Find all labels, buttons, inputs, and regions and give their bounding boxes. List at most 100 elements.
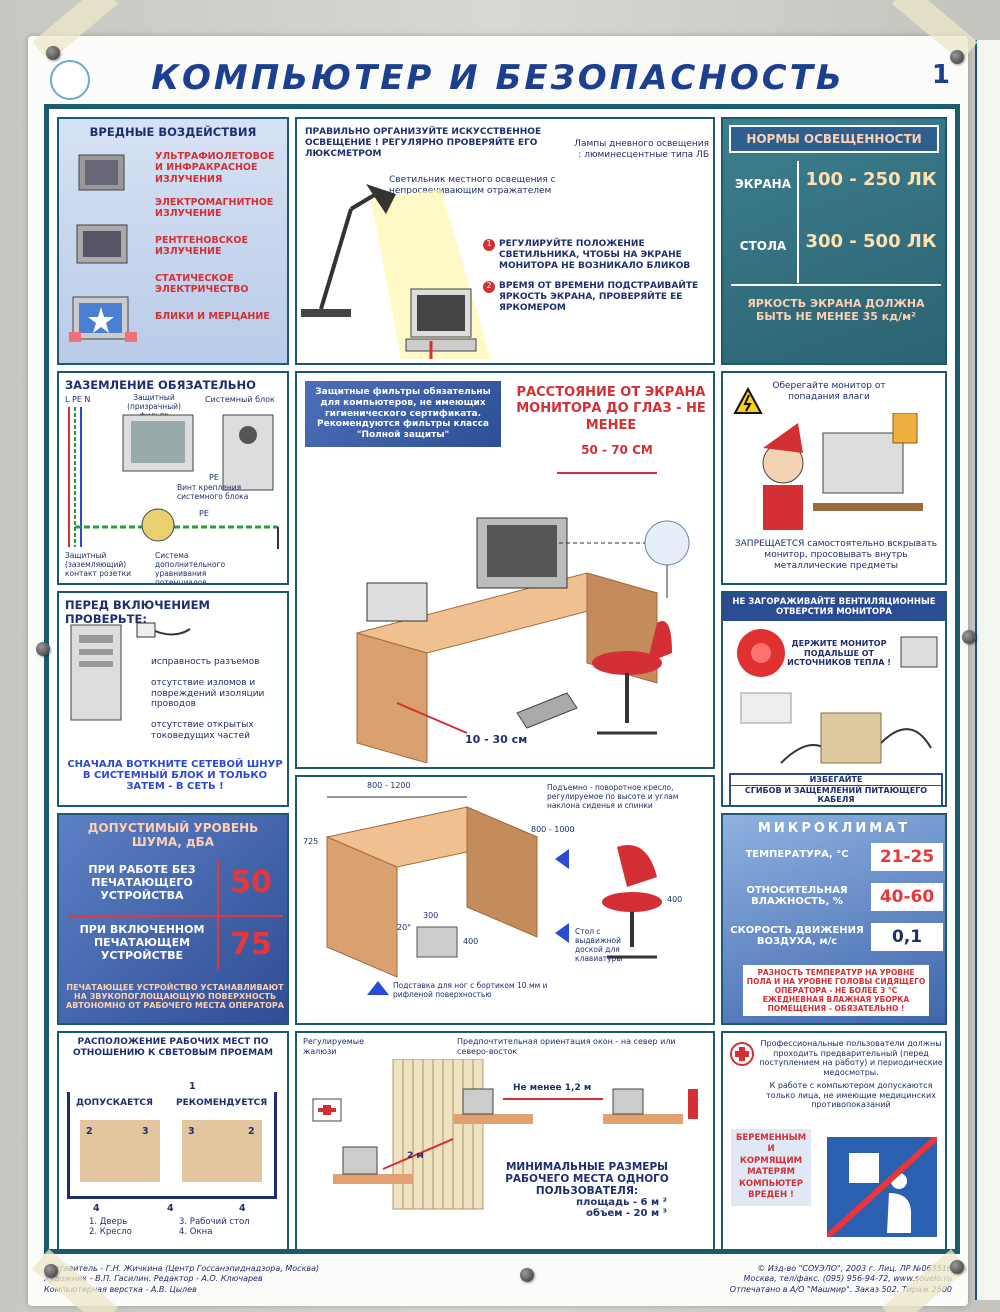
num-label: 4 bbox=[239, 1203, 246, 1214]
unit-label: Системный блок bbox=[205, 395, 275, 404]
warning-icon bbox=[733, 387, 763, 414]
ventilation-illustration-icon bbox=[737, 629, 938, 764]
divider bbox=[731, 284, 941, 286]
pin-icon bbox=[520, 1268, 534, 1282]
dim-footrest-d: 400 bbox=[463, 937, 479, 946]
page-number: 1 bbox=[931, 60, 950, 90]
room-diagram: ДОПУСКАЕТСЯ РЕКОМЕНДУЕТСЯ 2 3 3 2 bbox=[67, 1089, 277, 1199]
num-label: 2 bbox=[248, 1126, 255, 1137]
noise-row1-label: ПРИ РАБОТЕ БЕЗ ПЕЧАТАЮЩЕГО УСТРОЙСТВА bbox=[88, 863, 196, 902]
publisher-logo-icon bbox=[50, 60, 90, 100]
check-list: исправность разъемов отсутствие изломов … bbox=[151, 657, 283, 742]
harmful-list: УЛЬТРАФИОЛЕТОВОЕ И ИНФРАКРАСНОЕ ИЗЛУЧЕНИ… bbox=[155, 151, 285, 322]
min-heading: МИНИМАЛЬНЫЕ РАЗМЕРЫ РАБОЧЕГО МЕСТА ОДНОГ… bbox=[505, 1161, 669, 1197]
power-plug-icon bbox=[136, 622, 191, 638]
keyboard-note: Стол с выдвижной доской для клавиатуры bbox=[575, 927, 623, 963]
min-area: площадь - 6 м ² bbox=[576, 1197, 667, 1208]
micro-note: РАЗНОСТЬ ТЕМПЕРАТУР НА УРОВНЕ ПОЛА И НА … bbox=[743, 965, 929, 1016]
num-label: 4 bbox=[167, 1203, 174, 1214]
check-final: СНАЧАЛА ВОТКНИТЕ СЕТЕВОЙ ШНУР В СИСТЕМНЫ… bbox=[67, 759, 283, 792]
micro-heading: МИКРОКЛИМАТ bbox=[757, 821, 911, 836]
workplace-layout-panel: РАСПОЛОЖЕНИЕ РАБОЧИХ МЕСТ ПО ОТНОШЕНИЮ К… bbox=[57, 1031, 289, 1251]
noise-row1-value: 50 bbox=[230, 865, 272, 900]
medical-panel: Профессиональные пользователи должны про… bbox=[721, 1031, 947, 1251]
credit-line: Художник - В.П. Гасилин. Редактор - А.О.… bbox=[44, 1274, 263, 1284]
vent-avoid-1: ИЗБЕГАЙТЕ bbox=[809, 775, 863, 784]
grounding-panel: ЗАЗЕМЛЕНИЕ ОБЯЗАТЕЛЬНО L PE N Защитный (… bbox=[57, 371, 289, 585]
illum-screen-label: ЭКРАНА bbox=[734, 177, 792, 191]
divider bbox=[797, 161, 799, 283]
check-panel: ПЕРЕД ВКЛЮЧЕНИЕМ ПРОВЕРЬТЕ: исправность … bbox=[57, 591, 289, 807]
divider bbox=[217, 859, 219, 969]
num-label: 3 bbox=[142, 1126, 149, 1137]
desk-dimensions-panel: 800 - 1200 800 - 1000 725 300 400 20° 40… bbox=[295, 775, 715, 1025]
local-lamp-text: Светильник местного освещения с непросве… bbox=[389, 175, 556, 196]
illumination-norms-panel: НОРМЫ ОСВЕЩЕННОСТИ ЭКРАНА 100 - 250 ЛК С… bbox=[721, 117, 947, 365]
credits-left: Составитель - Г.Н. Жичкина (Центр Госсан… bbox=[44, 1264, 319, 1295]
dim-chair: 400 bbox=[667, 895, 683, 904]
tip-2: ВРЕМЯ ОТ ВРЕМЕНИ ПОДСТРАИВАЙТЕ ЯРКОСТЬ Э… bbox=[499, 281, 699, 313]
recommended-label: РЕКОМЕНДУЕТСЯ bbox=[176, 1098, 268, 1108]
no-pregnant-icon bbox=[827, 1137, 937, 1237]
moisture-illustration-icon bbox=[762, 413, 923, 530]
min-volume: объем - 20 м ³ bbox=[586, 1208, 667, 1219]
medical-text-1: Профессиональные пользователи должны про… bbox=[759, 1039, 943, 1077]
pin-icon bbox=[46, 46, 60, 60]
pointer-triangle-icon bbox=[367, 981, 389, 995]
divider bbox=[67, 915, 283, 917]
pin-icon bbox=[950, 50, 964, 64]
grounding-diagram-icon bbox=[68, 407, 279, 549]
noise-row2-label: ПРИ ВКЛЮЧЕННОМ ПЕЧАТАЮЩЕМ УСТРОЙСТВЕ bbox=[79, 923, 205, 962]
lamps-text: Лампы дневного освещения : люминесцентны… bbox=[574, 139, 709, 160]
illum-desk-label: СТОЛА bbox=[739, 239, 787, 253]
filters-note: Защитные фильтры обязательны для компьют… bbox=[305, 381, 501, 447]
allowed-desk bbox=[80, 1120, 160, 1182]
dim-width: 800 - 1200 bbox=[367, 781, 411, 790]
workstation-panel: Защитные фильтры обязательны для компьют… bbox=[295, 371, 715, 769]
num-label: 4 bbox=[93, 1203, 100, 1214]
legroom-text: 10 - 30 см bbox=[465, 733, 528, 746]
recommended-desk bbox=[182, 1120, 262, 1182]
vent-avoid-2: СГИБОВ И ЗАЩЕМЛЕНИЙ ПИТАЮЩЕГО КАБЕЛЯ bbox=[731, 784, 941, 805]
air-label: СКОРОСТЬ ДВИЖЕНИЯ ВОЗДУХА, м/с bbox=[730, 925, 864, 947]
gap-label: Не менее 1,2 м bbox=[513, 1083, 592, 1093]
monitors-illustration-icon bbox=[69, 154, 137, 342]
distance-range: 50 - 70 СМ bbox=[581, 443, 653, 457]
medical-cross-icon bbox=[730, 1042, 754, 1066]
lighting-tips: 1 РЕГУЛИРУЙТЕ ПОЛОЖЕНИЕ СВЕТИЛЬНИКА, ЧТО… bbox=[483, 239, 709, 314]
moisture-panel: Оберегайте монитор от попадания влаги ЗА… bbox=[721, 371, 947, 585]
noise-note: ПЕЧАТАЮЩЕЕ УСТРОЙСТВО УСТАНАВЛИВАЮТ НА З… bbox=[66, 983, 284, 1010]
pin-icon bbox=[44, 1264, 58, 1278]
poster: КОМПЬЮТЕР И БЕЗОПАСНОСТЬ 1 ВРЕДНЫЕ ВОЗДЕ… bbox=[28, 36, 968, 1306]
credit-line: Компьютерная верстка - А.В. Цылев bbox=[44, 1284, 197, 1294]
divider bbox=[67, 1089, 277, 1092]
legend-item: 3. Рабочий стол bbox=[179, 1217, 250, 1227]
harmful-item: УЛЬТРАФИОЛЕТОВОЕ И ИНФРАКРАСНОЕ ИЗЛУЧЕНИ… bbox=[155, 151, 275, 185]
credit-line: © Изд-во "СОУЭЛО", 2003 г. Лиц. ЛР №0635… bbox=[757, 1264, 952, 1273]
pregnant-warning: БЕРЕМЕННЫМ И КОРМЯЩИМ МАТЕРЯМ КОМПЬЮТЕР … bbox=[731, 1129, 811, 1206]
workstation-illustration-icon bbox=[355, 472, 690, 763]
temp-value: 21-25 bbox=[871, 843, 943, 871]
pin-icon bbox=[962, 630, 976, 644]
illum-screen-value: 100 - 250 ЛК bbox=[805, 169, 937, 190]
check-item: отсутствие открытых токоведущих частей bbox=[151, 720, 254, 741]
credit-line: Отпечатано в А/О "Машмир". Заказ 502. Ти… bbox=[729, 1284, 952, 1294]
pe-label: PE bbox=[209, 473, 219, 482]
credit-line: Составитель - Г.Н. Жичкина (Центр Госсан… bbox=[44, 1264, 320, 1273]
tip-number: 1 bbox=[483, 239, 495, 251]
dim-footrest-w: 300 bbox=[423, 911, 439, 920]
noise-heading: ДОПУСТИМЫЙ УРОВЕНЬ ШУМА, дБА bbox=[87, 821, 259, 850]
legend-item: 1. Дверь bbox=[89, 1217, 128, 1227]
pointer-triangle-icon bbox=[555, 849, 569, 869]
desk-lamp-illustration-icon bbox=[301, 184, 491, 359]
legend-item: 4. Окна bbox=[179, 1227, 213, 1238]
room-panel: Регулируемые жалюзи Предпочтительная ори… bbox=[295, 1031, 715, 1251]
blinds-label: Регулируемые жалюзи bbox=[303, 1037, 365, 1056]
num-label: 1 bbox=[189, 1081, 196, 1092]
noise-row2-value: 75 bbox=[230, 927, 272, 962]
harmful-item: БЛИКИ И МЕРЦАНИЕ bbox=[155, 311, 270, 322]
harmful-item: ЭЛЕКТРОМАГНИТНОЕ ИЗЛУЧЕНИЕ bbox=[155, 197, 274, 220]
distance-heading: РАССТОЯНИЕ ОТ ЭКРАНА МОНИТОРА ДО ГЛАЗ - … bbox=[516, 385, 706, 433]
credit-line: Москва, тел/факс. (095) 956-94-72, www.s… bbox=[743, 1274, 952, 1284]
moisture-forbidden: ЗАПРЕЩАЕТСЯ самостоятельно вскрывать мон… bbox=[734, 539, 938, 571]
